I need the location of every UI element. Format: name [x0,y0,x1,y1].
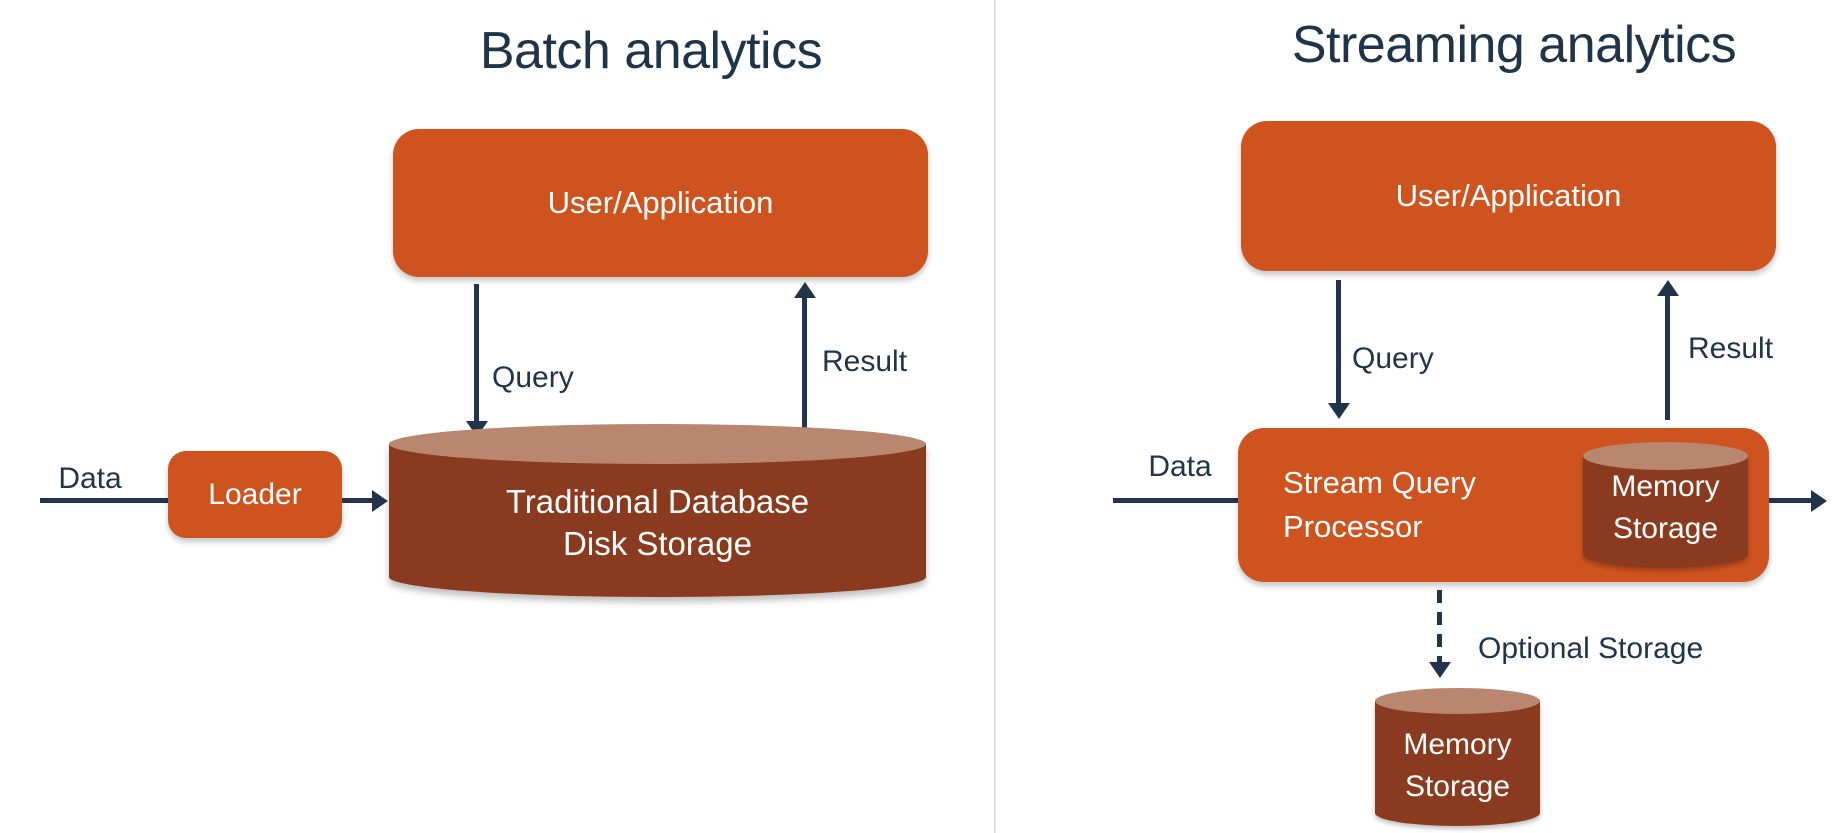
batch-database-cylinder: Traditional Database Disk Storage [389,424,926,597]
streaming-query-arrow-line [1336,280,1341,404]
batch-database-label-line2: Disk Storage [563,525,752,562]
streaming-memory-bottom-cylinder-top [1375,688,1540,714]
batch-database-label: Traditional Database Disk Storage [389,481,926,565]
batch-database-label-line1: Traditional Database [505,483,810,520]
batch-result-arrow-line [802,297,807,440]
streaming-optional-storage-label: Optional Storage [1478,632,1704,665]
batch-panel: Batch analytics User/Application Query R… [40,22,928,597]
batch-loader-label: Loader [208,477,302,511]
batch-database-cylinder-body [389,444,926,597]
batch-database-cylinder-top [389,424,926,464]
batch-result-arrowhead-icon [794,282,816,298]
batch-title: Batch analytics [479,22,823,80]
streaming-result-label: Result [1688,332,1774,365]
streaming-memory-bottom-cylinder-body [1375,701,1540,826]
streaming-data-flow-line [1113,498,1238,503]
streaming-title: Streaming analytics [1291,16,1737,74]
streaming-processor-label-line2: Processor [1283,509,1423,544]
streaming-user-application-box: User/Application [1241,121,1776,271]
streaming-memory-bottom-cylinder: Memory Storage [1375,688,1540,826]
batch-data-label: Data [58,462,122,495]
streaming-memory-inline-label-line2: Storage [1612,512,1719,545]
batch-user-application-label: User/Application [547,185,774,220]
panel-divider [994,0,996,833]
streaming-memory-bottom-label: Memory Storage [1375,724,1540,808]
streaming-memory-bottom-label-line1: Memory [1403,728,1512,761]
streaming-output-arrowhead-icon [1811,490,1827,512]
streaming-processor-box: Stream Query Processor [1238,428,1769,582]
streaming-processor-label-line1: Stream Query [1283,465,1476,500]
batch-query-arrow-line [474,284,479,422]
streaming-optional-arrow-line [1437,590,1442,662]
streaming-result-arrowhead-icon [1657,280,1679,296]
streaming-memory-inline-label: Memory Storage [1583,466,1748,550]
streaming-output-arrow-line [1769,498,1811,503]
batch-result-label: Result [822,345,908,378]
batch-query-label: Query [492,361,574,394]
streaming-memory-inline-cylinder-body [1583,456,1748,568]
streaming-processor-label: Stream Query Processor [1283,461,1476,549]
streaming-optional-arrowhead-icon [1429,662,1451,678]
streaming-result-arrow-line [1665,295,1670,420]
batch-loader-arrowhead-icon [372,490,388,512]
batch-user-application-box: User/Application [393,129,928,277]
streaming-memory-inline-cylinder: Memory Storage [1583,442,1748,568]
streaming-query-label: Query [1352,342,1434,375]
streaming-memory-bottom-label-line2: Storage [1404,770,1511,803]
batch-loader-box: Loader [168,451,342,538]
streaming-query-arrowhead-icon [1328,403,1350,419]
batch-data-flow-line [40,498,168,503]
streaming-user-application-label: User/Application [1395,178,1622,213]
batch-loader-arrow-line [342,498,372,503]
streaming-data-label: Data [1148,450,1212,483]
streaming-memory-inline-cylinder-top [1583,442,1748,470]
streaming-panel: Streaming analytics User/Application Que… [996,0,1841,833]
streaming-memory-inline-label-line1: Memory [1611,470,1720,503]
